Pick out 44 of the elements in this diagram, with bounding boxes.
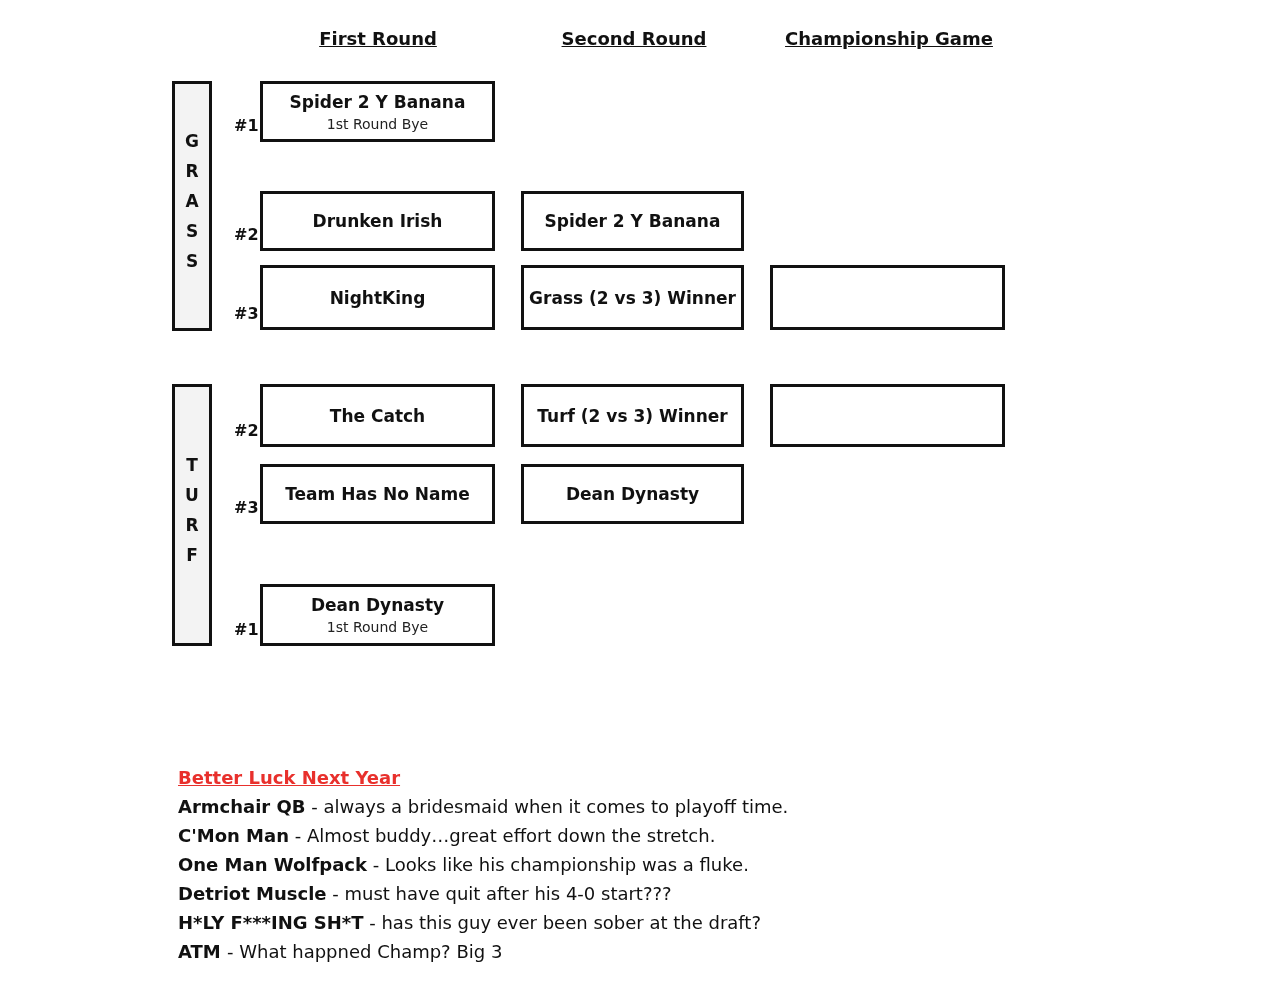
section-band [172,81,212,331]
bye-note: 1st Round Bye [326,115,429,132]
team-box [260,384,495,447]
team-box [260,191,495,251]
seed-number: #2 [234,225,259,244]
team-box [521,384,744,447]
column-heading: First Round [319,28,437,49]
team-box [521,464,744,524]
team-box [521,191,744,251]
note-line: H*LY F***ING SH*T - has this guy ever been sober at the draft? [178,912,761,933]
team-name: Spider 2 Y Banana [289,91,466,112]
team-name: Turf (2 vs 3) Winner [537,405,728,426]
team-name: Drunken Irish [312,211,443,231]
note-line: C'Mon Man - Almost buddy…great effort down the stretch. [178,825,716,846]
column-heading: Championship Game [785,28,993,49]
note-line: Detriot Muscle - must have quit after his 4-0 start??? [178,883,672,904]
seed-number: #1 [234,116,259,135]
empty-slot-box [770,265,1005,330]
bye-note: 1st Round Bye [326,619,429,635]
team-box [260,464,495,524]
team-name: The Catch [329,405,426,426]
team-name: Dean Dynasty [310,595,445,615]
team-box [260,81,495,142]
team-box [260,584,495,646]
team-box [521,265,744,330]
section-label: TURF [182,455,202,575]
section-heading: Better Luck Next Year [178,767,401,788]
seed-number: #3 [234,304,259,323]
section-label: GRASS [182,131,202,281]
team-name: Team Has No Name [285,484,470,504]
team-name: Grass (2 vs 3) Winner [529,287,736,308]
note-line: One Man Wolfpack - Looks like his championship was a fluke. [178,854,749,875]
team-name: Dean Dynasty [565,484,700,504]
empty-slot-box [770,384,1005,447]
seed-number: #3 [234,498,259,517]
team-box [260,265,495,330]
note-line: Armchair QB - always a bridesmaid when it comes to playoff time. [178,796,789,817]
team-name: Spider 2 Y Banana [544,211,721,231]
seed-number: #1 [234,620,259,639]
column-heading: Second Round [561,28,707,49]
note-line: ATM - What happned Champ? Big 3 [178,941,503,962]
team-name: NightKing [329,287,426,308]
seed-number: #2 [234,421,259,440]
section-band [172,384,212,646]
